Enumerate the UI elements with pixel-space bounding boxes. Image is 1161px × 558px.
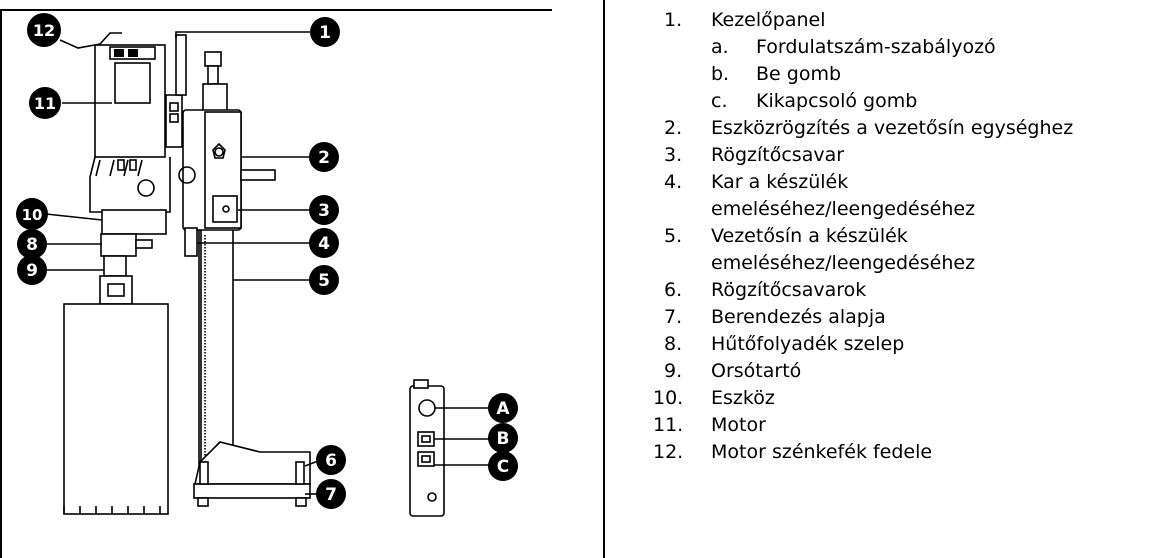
- guide-rail: [198, 214, 234, 474]
- drill-stand-diagram: 12 11 1 2 3 4 5 6 7 10 8 9 A B C: [16, 13, 518, 517]
- legend-item: 10. Eszköz: [653, 385, 1073, 412]
- callout-C-label: C: [497, 457, 509, 477]
- legend-item-text: Be gomb: [756, 63, 842, 85]
- spindle: [103, 255, 127, 277]
- callout-10: [16, 198, 48, 230]
- legend-item-text: Rögzítőcsavarok: [711, 279, 867, 301]
- legend-item: c. Kikapcsoló gomb: [664, 88, 1073, 115]
- callout-9-label: 9: [26, 261, 38, 281]
- callout-5-label: 5: [318, 271, 330, 291]
- callout-4-label: 4: [318, 234, 330, 254]
- callout-2-label: 2: [318, 148, 330, 168]
- callout-7-label: 7: [325, 485, 337, 505]
- legend-item: 4. Kar a készülék: [664, 169, 1073, 196]
- legend-item-number: 1.: [664, 9, 683, 31]
- callout-3: [309, 195, 339, 225]
- core-bit: [63, 303, 169, 515]
- legend-item: emeléséhez/leengedéséhez: [664, 250, 1073, 277]
- legend-item-text: Motor szénkefék fedele: [711, 441, 933, 463]
- callout-B: [488, 423, 518, 453]
- callout-7: [316, 479, 346, 509]
- legend-item-text: Vezetősín a készülék: [711, 225, 908, 247]
- legend-item: b. Be gomb: [664, 61, 1073, 88]
- legend-item-number: b.: [711, 63, 730, 85]
- legend-item: 11. Motor: [653, 412, 1073, 439]
- legend-item-text: Eszközrögzítés a vezetősín egységhez: [711, 117, 1074, 139]
- callout-9: [17, 255, 47, 285]
- legend-item: emeléséhez/leengedéséhez: [664, 196, 1073, 223]
- legend-item-number: 7.: [664, 306, 683, 328]
- callout-A-label: A: [496, 399, 510, 419]
- legend-item-number: a.: [711, 36, 729, 58]
- callout-5: [309, 265, 339, 295]
- legend-item-text: Berendezés alapja: [711, 306, 886, 328]
- frame-divider-line: [603, 0, 605, 558]
- legend-item-number: 8.: [664, 333, 683, 355]
- legend-item-text: emeléséhez/leengedéséhez: [711, 198, 976, 220]
- callout-6-label: 6: [325, 451, 337, 471]
- legend-item-number: 6.: [664, 279, 683, 301]
- callout-12-label: 12: [33, 21, 55, 40]
- legend-item: 1. Kezelőpanel: [664, 7, 1073, 34]
- callout-C: [488, 451, 518, 481]
- callout-2: [309, 142, 339, 172]
- legend-item-number: 12.: [653, 441, 684, 463]
- legend-item-text: Rögzítőcsavar: [711, 144, 845, 166]
- legend-item-text: emeléséhez/leengedéséhez: [711, 252, 976, 274]
- callout-8-label: 8: [26, 235, 38, 255]
- tool: [100, 233, 137, 257]
- legend-item: a. Fordulatszám-szabályozó: [664, 34, 1073, 61]
- callout-10-label: 10: [22, 206, 43, 224]
- side-control-panel: [409, 385, 445, 517]
- callout-8: [17, 229, 47, 259]
- lever-arm: [240, 169, 276, 181]
- callout-11-label: 11: [34, 94, 56, 113]
- legend-item-text: Hűtőfolyadék szelep: [711, 333, 905, 355]
- legend-item-text: Fordulatszám-szabályozó: [756, 36, 996, 58]
- legend-item-number: 11.: [653, 414, 684, 436]
- off-button: [417, 451, 435, 467]
- legend-item: 5. Vezetősín a készülék: [664, 223, 1073, 250]
- legend-item-number: 9.: [664, 360, 683, 382]
- legend-item: 2. Eszközrögzítés a vezetősín egységhez: [664, 115, 1073, 142]
- callout-11: [29, 87, 61, 119]
- coolant-valve: [135, 239, 153, 249]
- legend-item: 9. Orsótartó: [664, 358, 1073, 385]
- legend-item-text: Eszköz: [711, 387, 775, 409]
- callout-12: [27, 13, 61, 47]
- legend-item-number: 3.: [664, 144, 683, 166]
- legend-item: 12. Motor szénkefék fedele: [653, 439, 1073, 466]
- legend-item: 7. Berendezés alapja: [664, 304, 1073, 331]
- legend-item-number: c.: [711, 90, 728, 112]
- legend-item-text: Kar a készülék: [711, 171, 849, 193]
- legend-item-number: 5.: [664, 225, 683, 247]
- callout-3-label: 3: [318, 201, 330, 221]
- callout-B-label: B: [497, 429, 510, 449]
- legend-item-text: Orsótartó: [711, 360, 802, 382]
- parts-legend-list: 1. Kezelőpanel a. Fordulatszám-szabályozó b.…: [653, 7, 1073, 466]
- legend-item-text: Motor: [711, 414, 766, 436]
- legend-item-number: 2.: [664, 117, 683, 139]
- callout-6: [316, 445, 346, 475]
- legend-item-number: 10.: [653, 387, 684, 409]
- legend-item: 8. Hűtőfolyadék szelep: [664, 331, 1073, 358]
- legend-item-number: 4.: [664, 171, 683, 193]
- legend-item: 6. Rögzítőcsavarok: [664, 277, 1073, 304]
- motor: [94, 44, 166, 158]
- callout-A: [488, 393, 518, 423]
- callout-1-label: 1: [319, 23, 331, 43]
- frame-left-line: [0, 9, 2, 558]
- legend-item-text: Kikapcsoló gomb: [756, 90, 918, 112]
- callout-1: [310, 17, 340, 47]
- legend-item-text: Kezelőpanel: [711, 9, 826, 31]
- callout-4: [309, 228, 339, 258]
- frame-top-line: [0, 9, 552, 11]
- legend-item: 3. Rögzítőcsavar: [664, 142, 1073, 169]
